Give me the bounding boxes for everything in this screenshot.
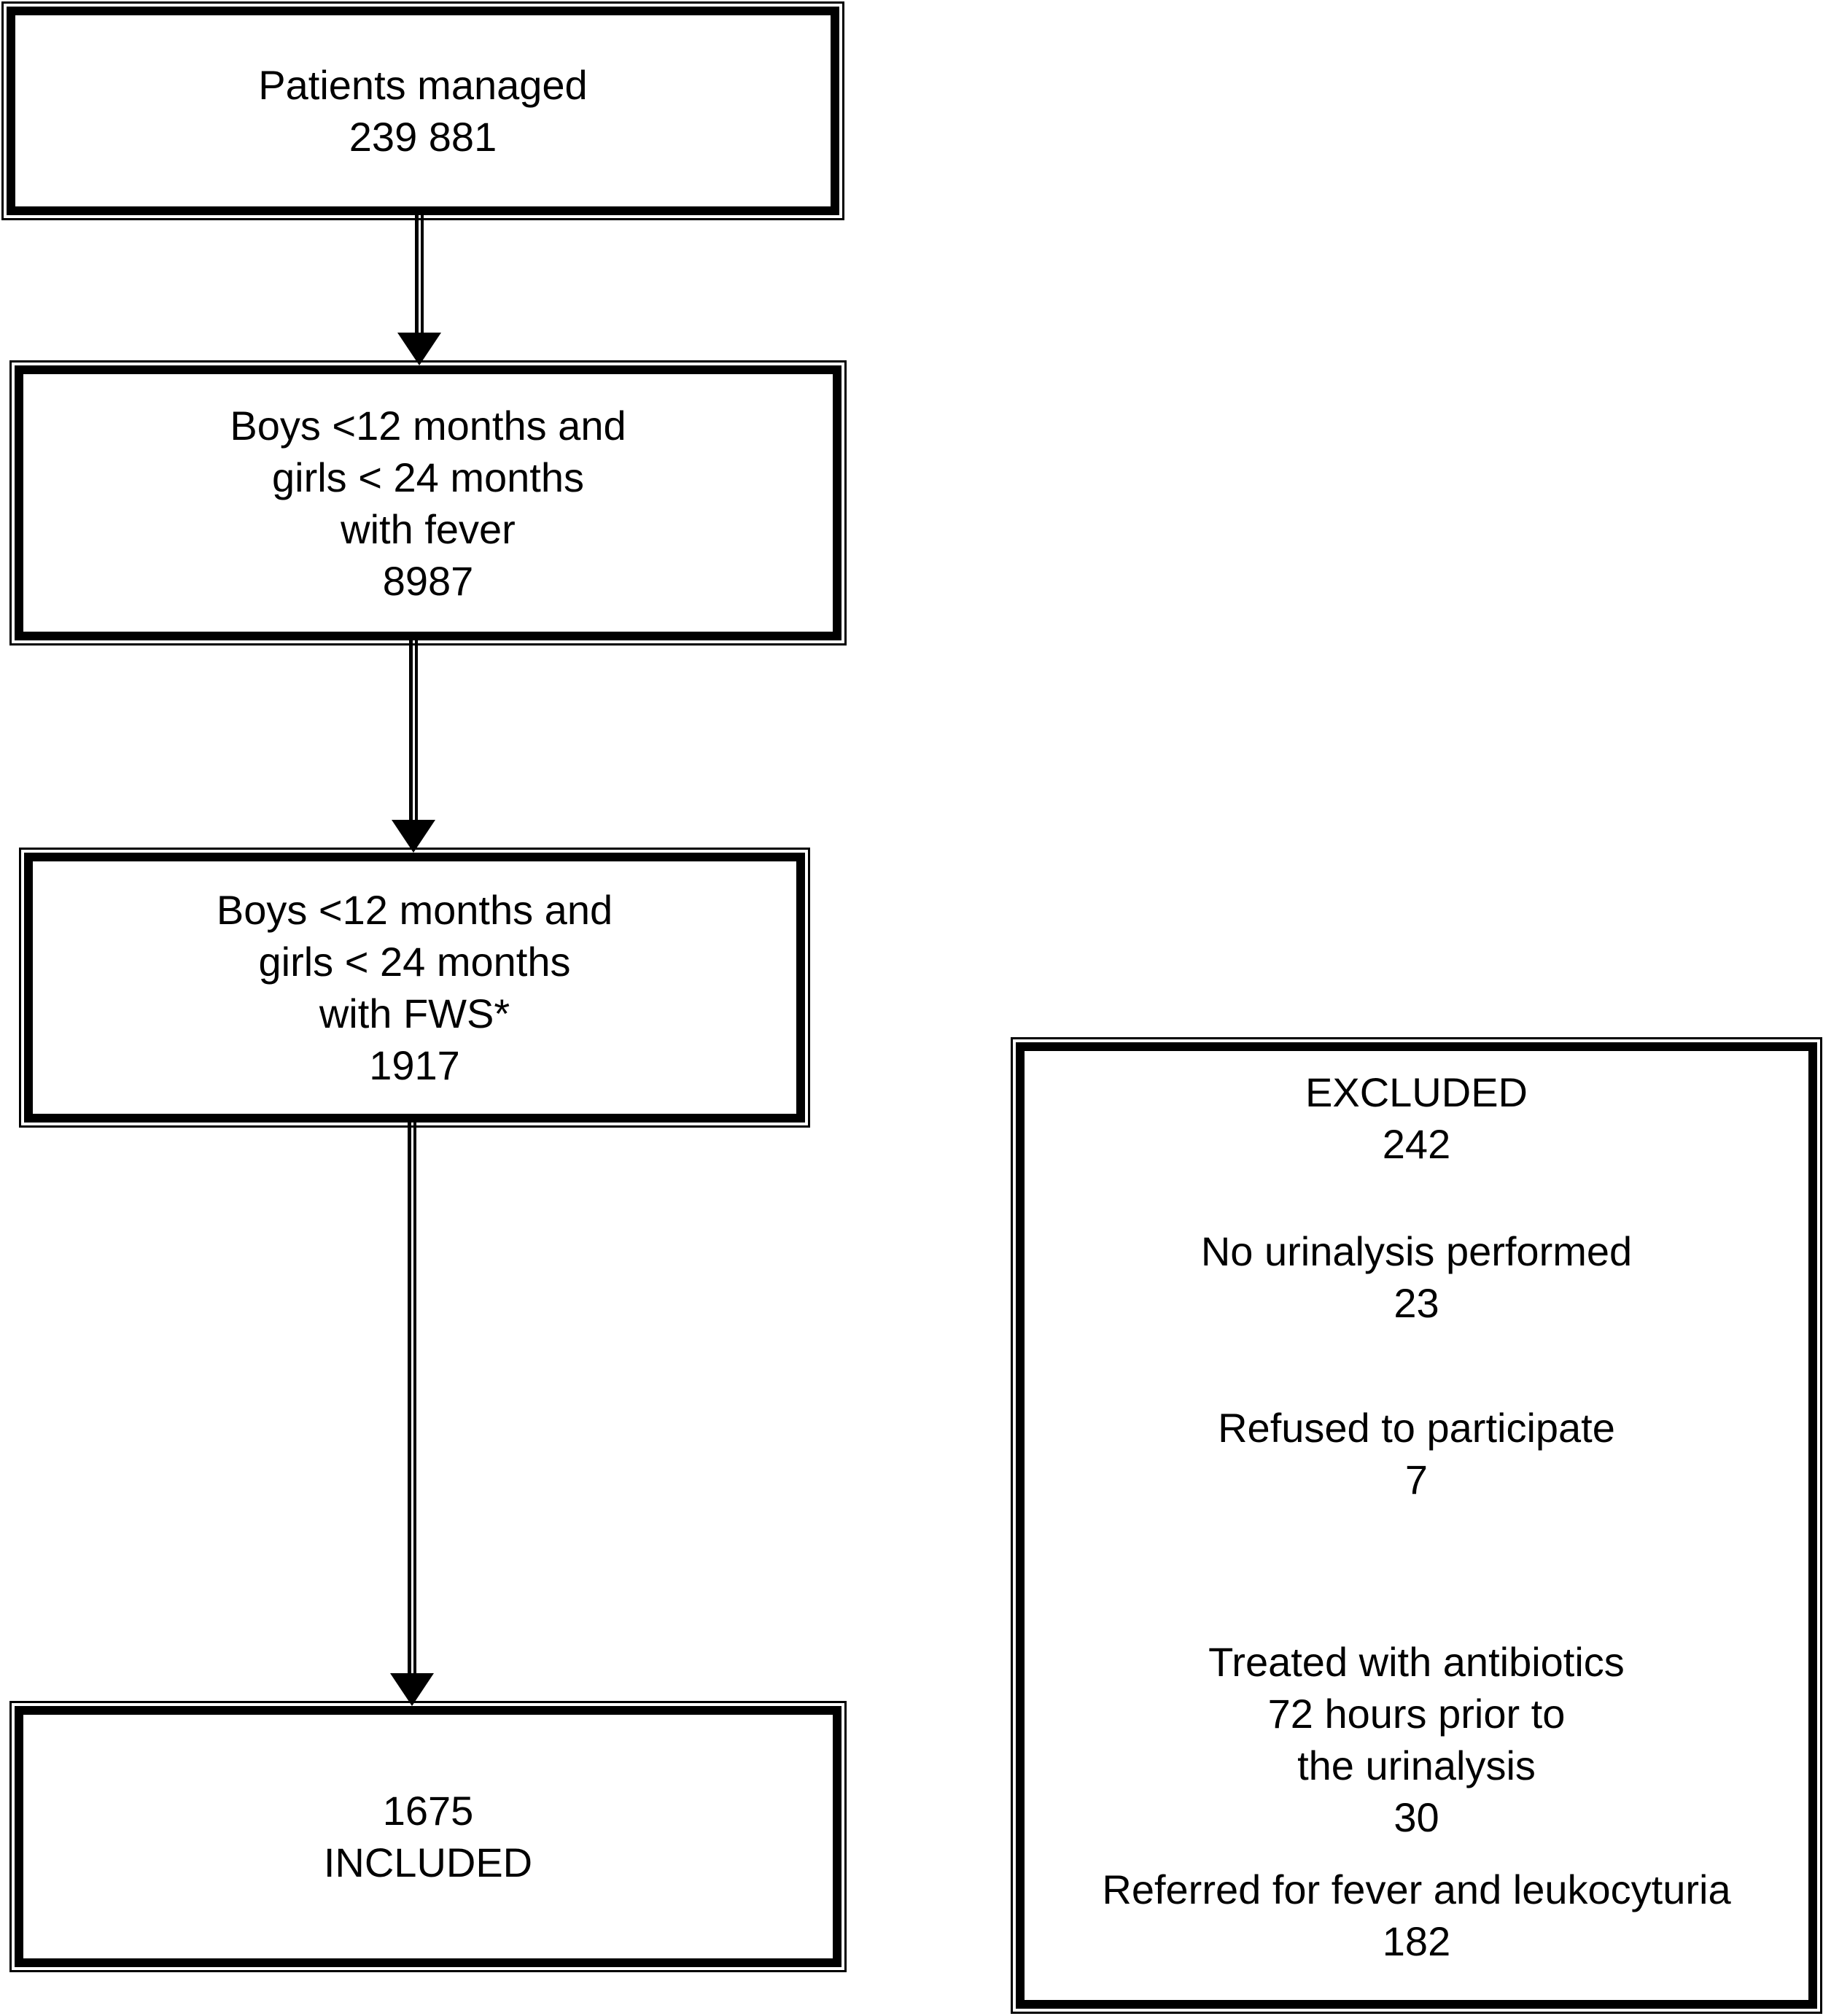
box-count: 239 881 [349, 114, 497, 160]
box-count: 1917 [369, 1042, 460, 1088]
flow-box-excluded: EXCLUDED 242 No urinalysis performed 23 … [1011, 1037, 1822, 2014]
flow-box-included: 1675 INCLUDED [9, 1701, 847, 1972]
excluded-block-refused: Refused to participate 7 [1025, 1402, 1808, 1505]
arrow-shaft-fws-to-included [408, 1123, 416, 1673]
box-line: girls < 24 months [258, 939, 571, 985]
box-count: 7 [1404, 1457, 1429, 1503]
box-line: Boys <12 months and [230, 402, 626, 449]
box-count: 8987 [382, 557, 474, 604]
box-line: Treated with antibiotics [1208, 1639, 1625, 1685]
arrow-shaft-patients-to-fever [415, 215, 424, 333]
arrow-head-fever-to-fws [392, 820, 435, 853]
arrow-head-fws-to-included [390, 1673, 434, 1706]
box-count: 1675 [382, 1788, 474, 1834]
excluded-block-referred: Referred for fever and leukocyturia 182 [1025, 1864, 1808, 1967]
box-line: Boys <12 months and [216, 887, 613, 933]
box-line: girls < 24 months [272, 454, 584, 500]
arrow-head-patients-to-fever [397, 333, 441, 365]
box-line: Referred for fever and leukocyturia [1102, 1866, 1731, 1912]
box-line: Refused to participate [1218, 1405, 1615, 1451]
excluded-block-total: EXCLUDED 242 [1025, 1066, 1808, 1170]
arrow-shaft-fever-to-fws [409, 640, 418, 820]
box-count: 182 [1382, 1918, 1451, 1964]
box-line: with fever [341, 505, 516, 552]
flow-box-patients-managed: Patients managed 239 881 [1, 1, 844, 220]
box-line: EXCLUDED [1305, 1069, 1528, 1115]
box-line: INCLUDED [323, 1839, 533, 1885]
box-line: Patients managed [258, 62, 588, 108]
box-count: 23 [1394, 1280, 1439, 1326]
excluded-block-antibiotics: Treated with antibiotics 72 hours prior … [1025, 1636, 1808, 1843]
box-count: 30 [1394, 1794, 1439, 1840]
box-line: the urinalysis [1297, 1742, 1536, 1788]
flow-box-fever: Boys <12 months and girls < 24 months wi… [9, 360, 847, 645]
box-line: No urinalysis performed [1200, 1228, 1633, 1274]
box-count: 242 [1382, 1121, 1451, 1167]
box-line: 72 hours prior to [1267, 1691, 1566, 1737]
box-line: with FWS* [319, 990, 510, 1036]
flow-box-fws: Boys <12 months and girls < 24 months wi… [19, 848, 810, 1128]
excluded-block-no-urinalysis: No urinalysis performed 23 [1025, 1225, 1808, 1329]
